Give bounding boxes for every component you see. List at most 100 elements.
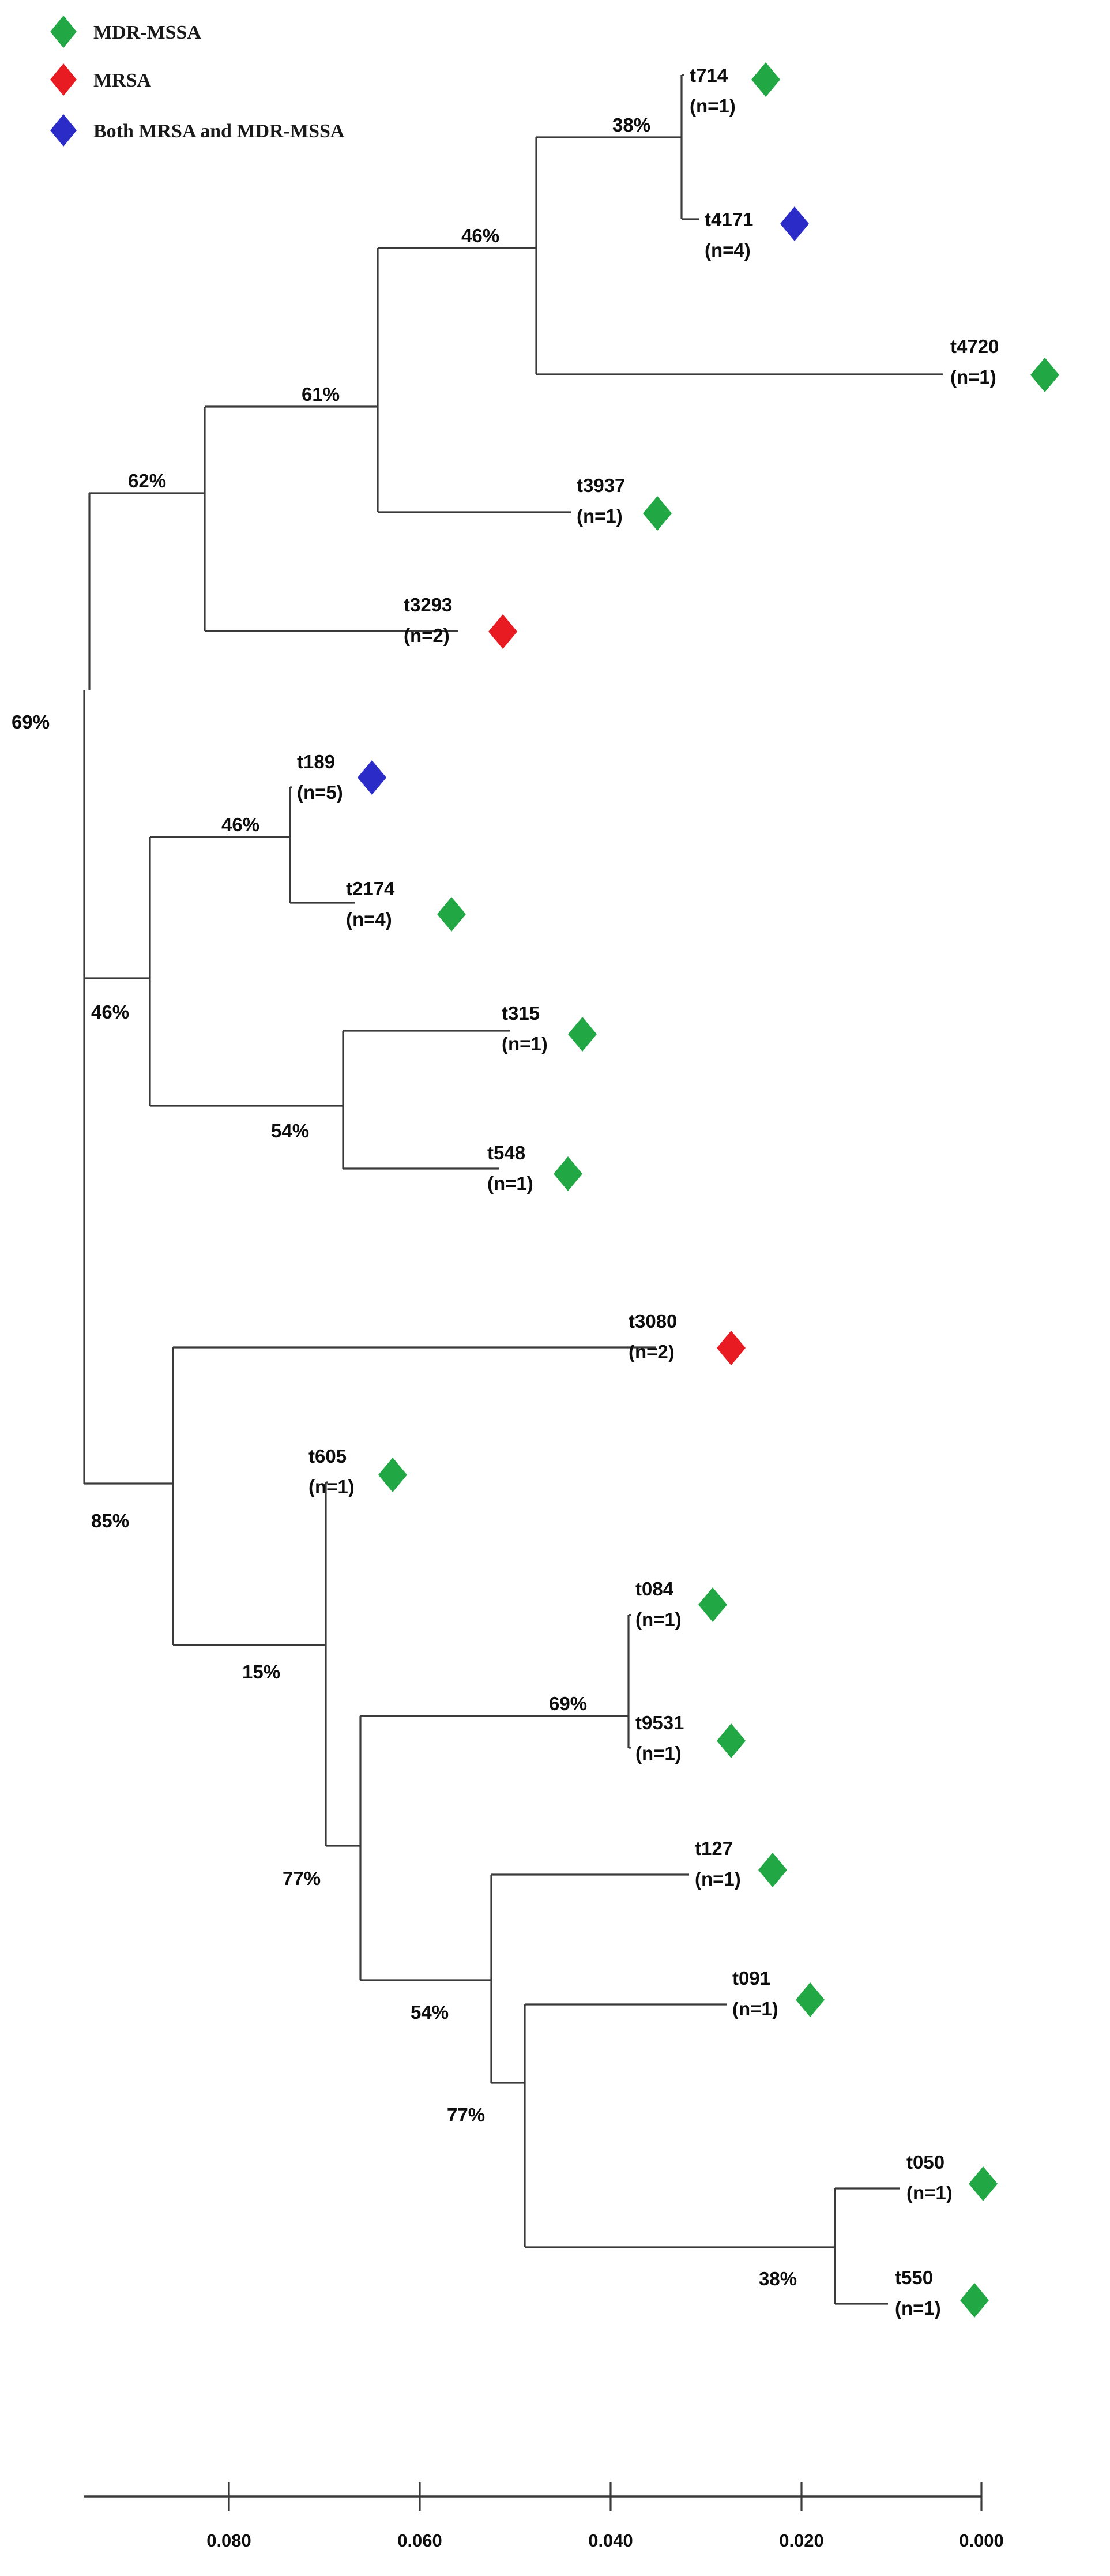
tip-count-t315: (n=1) [502, 1033, 548, 1054]
blue-diamond-icon [358, 760, 386, 795]
tip-t9531: t9531 (n=1) [635, 1712, 746, 1764]
axis-tick-label-0080: 0.080 [206, 2530, 251, 2551]
tip-t550: t550 (n=1) [895, 2267, 989, 2319]
tip-count-t548: (n=1) [487, 1173, 533, 1194]
tip-t4720: t4720 (n=1) [950, 336, 1059, 392]
legend-label-both: Both MRSA and MDR-MSSA [93, 121, 345, 142]
node-label-77a: 77% [283, 1868, 321, 1889]
tip-name-t189: t189 [297, 751, 335, 772]
tip-name-t714: t714 [690, 65, 728, 86]
tip-t3293: t3293 (n=2) [404, 594, 517, 649]
node-label-54a: 54% [271, 1120, 309, 1141]
green-diamond-icon [1030, 358, 1059, 392]
tip-t605: t605 (n=1) [308, 1445, 407, 1497]
node-label-69a: 69% [549, 1693, 587, 1714]
tip-name-t2174: t2174 [346, 878, 395, 899]
tip-t714: t714 (n=1) [690, 62, 780, 117]
tip-t4171: t4171 (n=4) [705, 206, 809, 261]
green-diamond-icon [969, 2166, 998, 2201]
tip-t315: t315 (n=1) [502, 1002, 597, 1054]
node-label-15: 15% [242, 1661, 280, 1683]
tip-name-t3080: t3080 [629, 1310, 677, 1332]
node-label-46a: 46% [461, 225, 499, 246]
green-diamond-icon [643, 496, 672, 531]
legend-label-mrsa: MRSA [93, 70, 152, 91]
legend-item-both: Both MRSA and MDR-MSSA [50, 114, 345, 147]
tip-count-t189: (n=5) [297, 782, 343, 803]
blue-diamond-icon [780, 206, 809, 241]
tip-name-t9531: t9531 [635, 1712, 684, 1733]
axis-tick-label-0000: 0.000 [959, 2530, 1004, 2551]
tip-labels: t714 (n=1) t4171 (n=4) t4720 (n=1) t3937… [297, 62, 1059, 2319]
red-diamond-icon [50, 63, 77, 96]
tip-count-t4171: (n=4) [705, 239, 751, 261]
tip-name-t4171: t4171 [705, 209, 753, 230]
green-diamond-icon [796, 1982, 825, 2017]
node-label-77b: 77% [447, 2104, 485, 2126]
tip-name-t4720: t4720 [950, 336, 999, 357]
green-diamond-icon [50, 16, 77, 48]
node-label-85: 85% [91, 1510, 129, 1531]
tree-branches [83, 74, 943, 2305]
legend: MDR-MSSA MRSA Both MRSA and MDR-MSSA [50, 16, 345, 147]
tip-t050: t050 (n=1) [906, 2151, 998, 2203]
green-diamond-icon [960, 2283, 989, 2318]
tip-count-t3293: (n=2) [404, 625, 450, 646]
tip-count-t605: (n=1) [308, 1476, 355, 1497]
axis-tick-label-0020: 0.020 [779, 2530, 824, 2551]
tip-name-t3937: t3937 [577, 475, 625, 496]
tip-t2174: t2174 (n=4) [346, 878, 466, 932]
tip-name-t091: t091 [732, 1967, 770, 1989]
green-diamond-icon [751, 62, 780, 97]
green-diamond-icon [568, 1017, 597, 1052]
tip-count-t2174: (n=4) [346, 908, 392, 930]
green-diamond-icon [758, 1853, 787, 1887]
node-label-46c: 46% [91, 1001, 129, 1023]
node-label-54b: 54% [411, 2002, 449, 2023]
tip-count-t9531: (n=1) [635, 1743, 682, 1764]
node-label-69-root: 69% [12, 711, 50, 733]
legend-item-mdr-mssa: MDR-MSSA [50, 16, 201, 48]
green-diamond-icon [698, 1587, 727, 1622]
tip-count-t714: (n=1) [690, 95, 736, 117]
axis-tick-label-0040: 0.040 [588, 2530, 633, 2551]
tip-count-t550: (n=1) [895, 2297, 941, 2319]
tip-count-t127: (n=1) [695, 1868, 741, 1890]
tip-count-t091: (n=1) [732, 1998, 778, 2019]
green-diamond-icon [717, 1723, 746, 1758]
node-label-61: 61% [302, 384, 340, 405]
tip-name-t084: t084 [635, 1578, 674, 1599]
tip-count-t4720: (n=1) [950, 366, 996, 388]
tip-t189: t189 (n=5) [297, 751, 386, 803]
axis-tick-label-0060: 0.060 [397, 2530, 442, 2551]
node-support-labels: 38% 46% 61% 62% 69% 46% 46% 54% 85% 15% … [12, 114, 797, 2289]
node-label-38b: 38% [759, 2268, 797, 2289]
tip-t548: t548 (n=1) [487, 1142, 582, 1194]
tip-t3937: t3937 (n=1) [577, 475, 672, 531]
node-label-38a: 38% [612, 114, 650, 136]
green-diamond-icon [437, 897, 466, 932]
green-diamond-icon [554, 1156, 582, 1191]
red-diamond-icon [717, 1331, 746, 1365]
tip-t091: t091 (n=1) [732, 1967, 825, 2019]
tip-t3080: t3080 (n=2) [629, 1310, 746, 1365]
tip-count-t3937: (n=1) [577, 505, 623, 527]
tip-t084: t084 (n=1) [635, 1578, 727, 1630]
tip-count-t050: (n=1) [906, 2182, 953, 2203]
green-diamond-icon [378, 1458, 407, 1492]
tip-name-t127: t127 [695, 1838, 733, 1859]
tip-count-t084: (n=1) [635, 1609, 682, 1630]
tip-name-t3293: t3293 [404, 594, 452, 615]
tip-t127: t127 (n=1) [695, 1838, 787, 1890]
tip-name-t548: t548 [487, 1142, 525, 1163]
red-diamond-icon [488, 614, 517, 649]
legend-label-mdr-mssa: MDR-MSSA [93, 22, 201, 43]
tip-name-t550: t550 [895, 2267, 933, 2288]
tip-name-t315: t315 [502, 1002, 540, 1024]
blue-diamond-icon [50, 114, 77, 147]
tip-name-t050: t050 [906, 2151, 945, 2173]
legend-item-mrsa: MRSA [50, 63, 152, 96]
tip-count-t3080: (n=2) [629, 1341, 675, 1362]
node-label-46b: 46% [221, 814, 259, 835]
